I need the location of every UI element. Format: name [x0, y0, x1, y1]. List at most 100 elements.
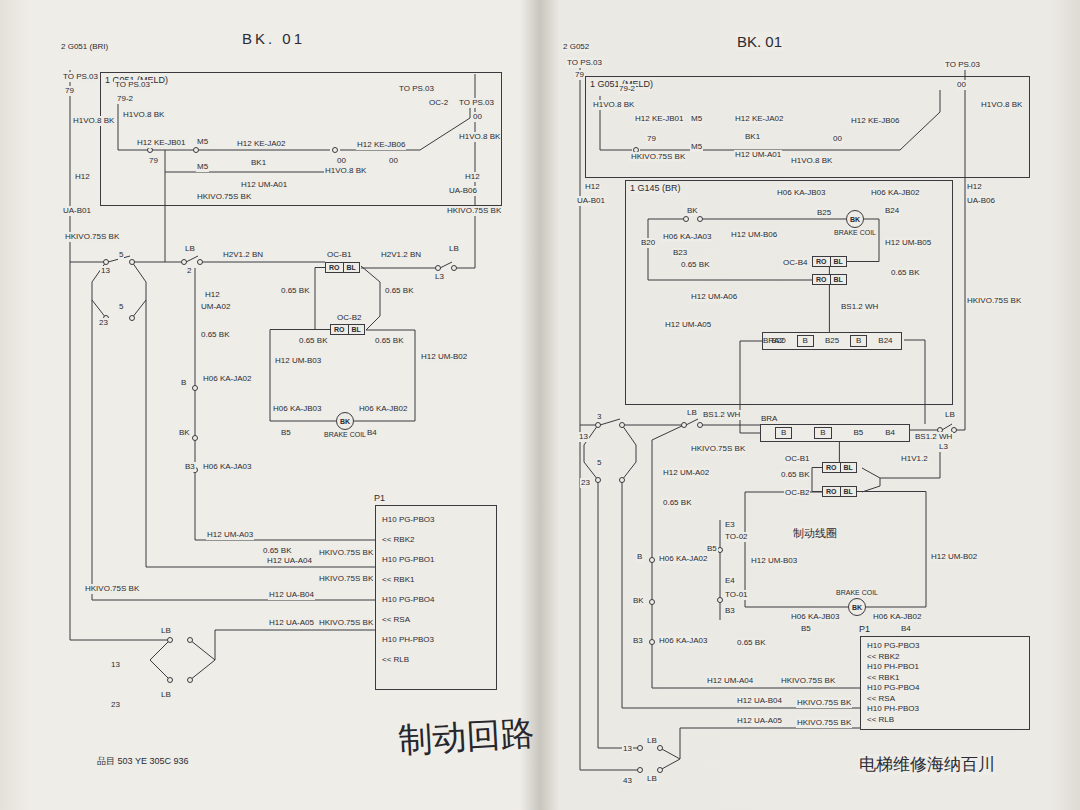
wire-label: LB [686, 408, 698, 418]
wire-label: H1VO.8 BK [72, 116, 115, 126]
wire-line [146, 300, 375, 567]
handwritten-caption: 制动回路 [397, 710, 535, 763]
wire-label: B5 [800, 624, 812, 634]
wire-label: UA-B06 [448, 186, 478, 196]
contact-terminal [658, 746, 663, 751]
wire-label: H12 UM-B03 [274, 356, 322, 366]
wire-label: 13 [110, 660, 121, 670]
wire-line [640, 90, 940, 150]
terminal-name: RO [823, 487, 840, 496]
wire-label: BK [686, 206, 699, 216]
wire-label: H12 UA-A04 [266, 556, 313, 566]
wire-line [904, 340, 925, 424]
terminal-name: RO [813, 275, 830, 284]
wire-line [622, 425, 636, 480]
wire-label: TO PS.03 [458, 98, 495, 108]
wire-line [745, 492, 848, 607]
wire-label: HKIVO.75S BK [780, 676, 836, 686]
wire-label: 00 [472, 112, 483, 122]
wire-label: H1VO.8 BK [790, 156, 833, 166]
wire-label: 79-2 [618, 84, 636, 94]
wire-line [598, 480, 638, 748]
wire-label: HKIVO.75S BK [630, 152, 686, 162]
wire-label: B4 [366, 428, 378, 438]
wire-label: HKIVO.75S BK [318, 574, 374, 584]
wire-label: 制动线圈 [792, 526, 838, 540]
wire-label: 品目 503 YE 305C 936 [96, 756, 190, 767]
wire-label: H12 [966, 182, 983, 192]
wire-connector [270, 330, 336, 422]
contact-terminal [650, 640, 655, 645]
wire-label: H06 KA-JA03 [658, 636, 708, 646]
wire-line [215, 630, 375, 660]
wire-label: H1VO.8 BK [980, 100, 1023, 110]
wire-label: H12 KE-JA02 [236, 139, 286, 149]
wire-label: M5 [196, 162, 209, 172]
wire-label: TO-02 [724, 532, 749, 542]
coil-mark: BK [340, 418, 350, 425]
wire-label: H12 UA-B04 [268, 590, 315, 600]
relay-contact-box: ROBL [330, 324, 365, 335]
terminal-name: B20 [771, 336, 785, 346]
contact-terminal [193, 436, 198, 441]
terminal-name: B5 [853, 428, 863, 438]
coil-caption: BRAKE COIL [836, 589, 878, 597]
wire-label: B25 [816, 208, 832, 218]
resistor-cell: B [850, 335, 867, 347]
terminal-name: RO [331, 325, 348, 334]
wire-line [361, 266, 380, 330]
wire-label: H12 UM-A06 [690, 292, 738, 302]
wire-line [580, 66, 596, 425]
wire-label: UA-B06 [966, 196, 996, 206]
wire-label: 0.65 BK [280, 286, 310, 296]
wire-label: OC-B2 [336, 313, 362, 323]
wire-label: H12 UM-A01 [734, 150, 782, 160]
wire-label: LB [646, 736, 658, 746]
wire-label: TO PS.03 [114, 80, 151, 90]
wire-label: HKIVO.75S BK [196, 192, 252, 202]
wire-label: H2V1.2 BN [222, 250, 264, 260]
wire-label: HKIVO.75S BK [318, 548, 374, 558]
contact-terminal [182, 260, 187, 265]
wire-label: H1V1.2 [900, 454, 929, 464]
wire-label: H12 UM-B06 [730, 230, 778, 240]
pin-name: H10 PH-PBO3 [867, 704, 1023, 715]
contact-terminal [168, 638, 173, 643]
wire-label: TO-01 [724, 590, 749, 600]
wire-connector [839, 442, 840, 462]
terminal-name: BL [348, 325, 364, 334]
wire-label: B3 [632, 636, 644, 646]
terminal-name: RO [813, 257, 830, 266]
wire-label: H06 KA-JA02 [202, 374, 252, 384]
wire-label: 00 [956, 80, 967, 90]
wire-label: OC-B4 [782, 258, 808, 268]
wire-label: OC-2 [428, 98, 449, 108]
module-frame: 1 G145 (BR)BKBRAKE COILROBLROBLBRA2B20BB… [625, 180, 953, 405]
wire-label: H1VO.8 BK [458, 132, 501, 142]
wire-line [340, 100, 470, 150]
block-heading: P1 [374, 493, 385, 504]
wire-label: BK1 [250, 158, 267, 168]
wire-line [702, 219, 846, 220]
pin-name: H10 PG-PBO4 [382, 590, 490, 610]
wire-label: B23 [672, 248, 688, 258]
pin-name: << RLB [867, 715, 1023, 726]
wire-label: TO PS.03 [398, 84, 435, 94]
wire-label: H06 KA-JB02 [358, 404, 408, 414]
wire-label: B20 [640, 238, 656, 248]
contact-terminal [193, 386, 198, 391]
contact-terminal [168, 678, 173, 683]
wire-label: 23 [110, 700, 121, 710]
pin-name: H10 PH-PBO3 [382, 630, 490, 650]
wire-label: H06 KA-JB02 [870, 188, 920, 198]
wire-label: H12 [584, 182, 601, 192]
wire-connector [315, 268, 330, 330]
wire-label: 79 [574, 70, 585, 80]
contact-terminal [596, 423, 601, 428]
pin-name: H10 PH-PBO1 [867, 662, 1023, 673]
wire-label: H12 UA-B04 [736, 696, 783, 706]
wire-label: UM-A02 [200, 302, 231, 312]
wire-label: H06 KA-JA02 [658, 554, 708, 564]
pin-name: << RSA [867, 694, 1023, 705]
